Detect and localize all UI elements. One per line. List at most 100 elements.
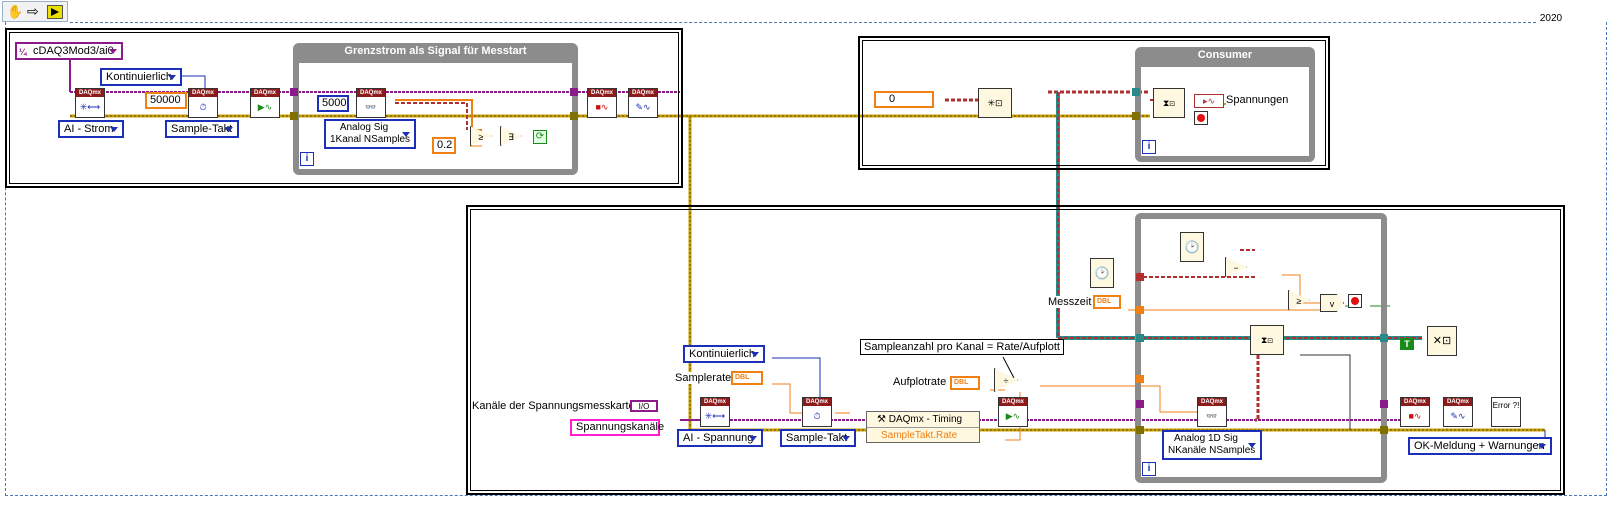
tunnel xyxy=(570,88,578,96)
chevron-down-icon xyxy=(225,127,233,132)
consumer-inner-frame xyxy=(862,40,1326,166)
measure-time-control[interactable]: DBL xyxy=(1093,295,1121,309)
timing-type-ring-lower[interactable]: Sample-Takt xyxy=(780,429,856,447)
diagram-bounds xyxy=(5,22,1607,496)
daqmx-create-channel-vi[interactable]: DAQmx✳⟷ xyxy=(75,88,105,118)
init-value-constant[interactable]: 0 xyxy=(874,91,934,108)
chevron-down-icon xyxy=(1248,443,1256,448)
producer-iteration-terminal: i xyxy=(1142,462,1156,476)
toolbar: ✋ ⇨ xyxy=(2,1,68,22)
daqmx-create-channel-vi-lower[interactable]: DAQmx✳⟷ xyxy=(700,397,730,427)
chevron-down-icon xyxy=(1538,444,1546,449)
daqmx-start-vi[interactable]: DAQmx▶∿ xyxy=(250,88,280,118)
consumer-title: Consumer xyxy=(1197,49,1253,61)
timing-type-ring-upper[interactable]: Sample-Takt xyxy=(165,120,239,138)
sample-rate-label: Samplerate xyxy=(675,372,732,384)
arrow-icon[interactable]: ⇨ xyxy=(27,3,39,19)
producer-stop-icon[interactable] xyxy=(1348,294,1362,308)
property-node-title: ⚒ DAQmx - Timing xyxy=(867,412,979,428)
tunnel xyxy=(1380,400,1388,408)
tunnel xyxy=(290,112,298,120)
graph-terminal: ▸∿ xyxy=(1194,94,1224,108)
consumer-stop-icon[interactable] xyxy=(1194,111,1208,125)
sample-count-constant[interactable]: 50000 xyxy=(145,92,187,109)
enqueue-icon: ⧗⊡ xyxy=(1250,325,1284,355)
hand-icon[interactable]: ✋ xyxy=(7,4,24,19)
property-node[interactable]: ⚒ DAQmx - Timing SampleTakt.Rate xyxy=(866,411,980,443)
tick-count-icon-1: 🕑 xyxy=(1090,258,1114,288)
loop-cluster-wire xyxy=(395,102,468,130)
daqmx-read-vi-upper[interactable]: DAQmx👓 xyxy=(356,88,386,118)
chevron-down-icon xyxy=(168,75,176,80)
ai-type-ring-lower[interactable]: AI - Spannung xyxy=(677,429,763,447)
channels-control[interactable]: I/O xyxy=(630,400,658,412)
mode-ring-lower[interactable]: Kontinuierlich xyxy=(683,345,765,363)
version-badge: 2020 xyxy=(1539,13,1563,24)
producer-inner-frame xyxy=(470,209,1561,491)
or-icon: v xyxy=(1320,294,1344,312)
formula-label: Sampleanzahl pro Kanal = Rate/Aufplott xyxy=(860,339,1064,355)
measure-time-label: Messzeit xyxy=(1048,296,1092,308)
run-arrow-icon[interactable] xyxy=(47,5,63,19)
mode-ring-upper[interactable]: Kontinuierlich xyxy=(100,68,182,86)
tunnel xyxy=(1136,306,1144,314)
daqmx-stop-vi-upper[interactable]: DAQmx■∿ xyxy=(587,88,617,118)
daqmx-stop-vi-lower[interactable]: DAQmx■∿ xyxy=(1400,397,1430,427)
compare-wire xyxy=(1282,274,1320,304)
threshold-constant[interactable]: 0.2 xyxy=(432,137,456,154)
sample-rate-control[interactable]: DBL xyxy=(731,371,763,385)
io-icon: ¼ xyxy=(19,47,27,57)
mode-wire xyxy=(182,75,206,92)
daqmx-timing-vi-lower[interactable]: DAQmx⏱ xyxy=(802,397,832,427)
chevron-down-icon xyxy=(110,127,118,132)
consumer-frame xyxy=(858,36,1330,170)
formula-arrow xyxy=(1002,356,1015,379)
obtain-queue-icon: ✳⊡ xyxy=(978,88,1012,118)
upper-left-frame xyxy=(5,28,683,188)
tunnel xyxy=(1136,273,1144,281)
ai-type-ring-upper[interactable]: AI - Strom xyxy=(58,120,124,138)
daqmx-start-vi-lower[interactable]: DAQmx▶∿ xyxy=(998,397,1028,427)
producer-loop xyxy=(1135,213,1387,483)
error-ring[interactable]: OK-Meldung + Warnungen xyxy=(1408,437,1552,455)
upper-left-inner-frame xyxy=(9,32,679,184)
wrench-icon: ⚒ xyxy=(877,414,889,425)
chevron-down-icon xyxy=(109,49,117,54)
error-handler-icon[interactable]: Error ?! xyxy=(1491,397,1521,427)
graph-label: Spannungen xyxy=(1226,94,1289,106)
tunnel xyxy=(1136,334,1144,342)
dequeue-wire xyxy=(1255,345,1268,422)
daqmx-timing-vi[interactable]: DAQmx⏱ xyxy=(188,88,218,118)
plot-rate-label: Aufplotrate xyxy=(893,376,947,388)
daqmx-clear-vi-lower[interactable]: DAQmx✎∿ xyxy=(1443,397,1473,427)
loop-iteration-terminal: i xyxy=(300,152,314,166)
true-constant[interactable]: T xyxy=(1400,338,1414,350)
dequeue-icon: ⧗⊡ xyxy=(1153,88,1185,118)
samples-in-loop-constant[interactable]: 5000 xyxy=(317,95,349,112)
tunnel xyxy=(1136,426,1144,434)
channels-label: Kanäle der Spannungsmesskarte xyxy=(472,400,635,412)
read-polymorphic-selector-lower[interactable]: Analog 1D Sig NKanäle NSamples xyxy=(1162,430,1262,460)
loop-title: Grenzstrom als Signal für Messtart xyxy=(344,45,527,57)
consumer-iteration-terminal: i xyxy=(1142,140,1156,154)
chevron-down-icon xyxy=(842,436,850,441)
loop-condition-icon[interactable]: ⟳ xyxy=(533,130,547,144)
tunnel xyxy=(1380,334,1388,342)
read-polymorphic-selector-upper[interactable]: Analog Sig 1Kanal NSamples xyxy=(324,119,416,149)
tunnel xyxy=(1380,426,1388,434)
chevron-down-icon xyxy=(751,352,759,357)
property-node-item: SampleTakt.Rate xyxy=(881,430,958,441)
voltage-channels-indicator: Spannungskanäle xyxy=(570,419,664,436)
tunnel xyxy=(1132,88,1140,96)
consumer-loop: Consumer xyxy=(1135,47,1315,162)
release-queue-icon: ✕⊡ xyxy=(1427,326,1457,356)
enqueue-wire xyxy=(1300,354,1351,430)
daqmx-clear-vi-upper[interactable]: DAQmx✎∿ xyxy=(628,88,658,118)
plot-rate-control[interactable]: DBL xyxy=(950,376,980,390)
chevron-down-icon xyxy=(402,132,410,137)
tunnel xyxy=(1136,400,1144,408)
daqmx-read-vi-lower[interactable]: DAQmx👓 xyxy=(1197,397,1227,427)
io-channel-constant[interactable]: ¼ cDAQ3Mod3/ai0 xyxy=(15,42,123,60)
producer-frame xyxy=(466,205,1565,495)
tunnel xyxy=(290,88,298,96)
